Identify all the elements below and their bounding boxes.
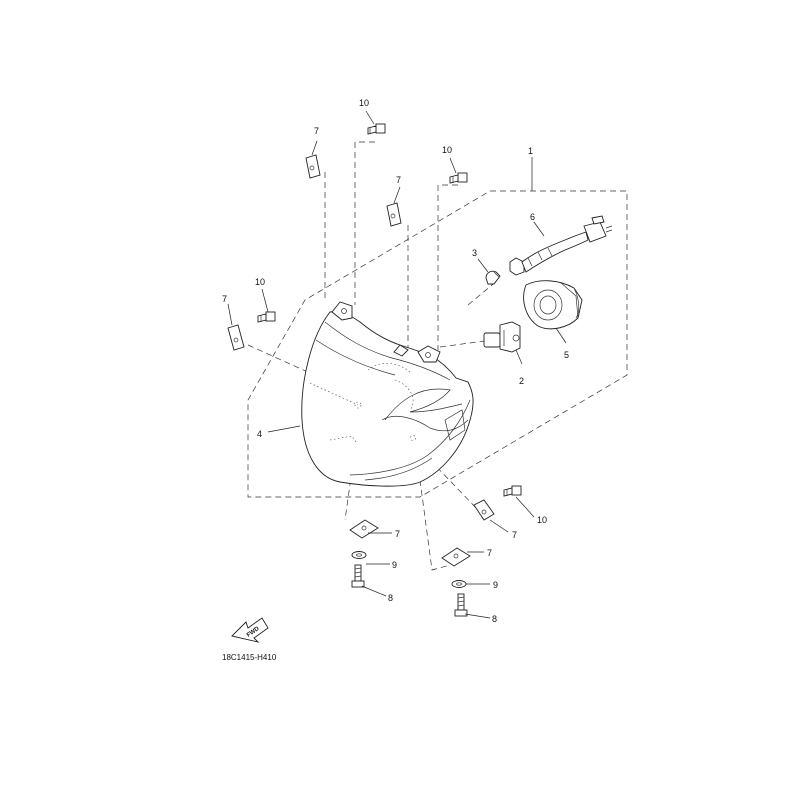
bolt-8-left <box>351 564 365 588</box>
clip-nut-7-right <box>473 499 495 521</box>
washer-9-right <box>451 580 467 588</box>
callout-9-left: 9 <box>392 560 397 570</box>
callout-7-bottom-left: 7 <box>395 529 400 539</box>
callout-4: 4 <box>257 429 262 439</box>
alignment-lines <box>247 141 499 571</box>
clip-nut-7-bottom-left <box>349 519 379 539</box>
diagram-code: 18C1415-H410 <box>222 653 277 662</box>
fwd-arrow-icon: FWD <box>231 617 269 643</box>
callout-6: 6 <box>530 212 535 222</box>
callout-3: 3 <box>472 248 477 258</box>
screw-10-top <box>367 123 386 135</box>
callout-7-top: 7 <box>314 126 319 136</box>
clip-nut-7-left <box>227 324 245 351</box>
callout-8-left: 8 <box>388 593 393 603</box>
headlight-housing <box>301 301 474 487</box>
screw-10-left <box>257 311 276 323</box>
callout-7-right: 7 <box>512 530 517 540</box>
headlight-cover <box>523 280 583 330</box>
callout-10-bottom: 10 <box>537 515 547 525</box>
bulb-socket-cord <box>509 215 613 276</box>
callout-1: 1 <box>528 146 533 156</box>
clip-nut-7-bottom-right <box>441 547 471 567</box>
callout-9-right: 9 <box>493 580 498 590</box>
position-bulb <box>485 270 501 285</box>
clip-nut-7-top <box>305 154 321 179</box>
washer-9-left <box>351 551 367 559</box>
screw-10-mid <box>449 172 468 184</box>
callout-10-mid: 10 <box>442 145 452 155</box>
callout-7-bottom-right: 7 <box>487 548 492 558</box>
callout-8-right: 8 <box>492 614 497 624</box>
bolt-8-right <box>454 593 468 617</box>
callout-10-left: 10 <box>255 277 265 287</box>
callout-10-top: 10 <box>359 98 369 108</box>
screw-10-bottom <box>503 485 522 497</box>
leader-lines <box>227 110 567 619</box>
callout-7-mid: 7 <box>396 175 401 185</box>
callout-7-left: 7 <box>222 294 227 304</box>
callout-2: 2 <box>519 376 524 386</box>
clip-nut-7-mid <box>386 202 402 227</box>
callout-5: 5 <box>564 350 569 360</box>
headlight-bulb <box>483 321 521 353</box>
